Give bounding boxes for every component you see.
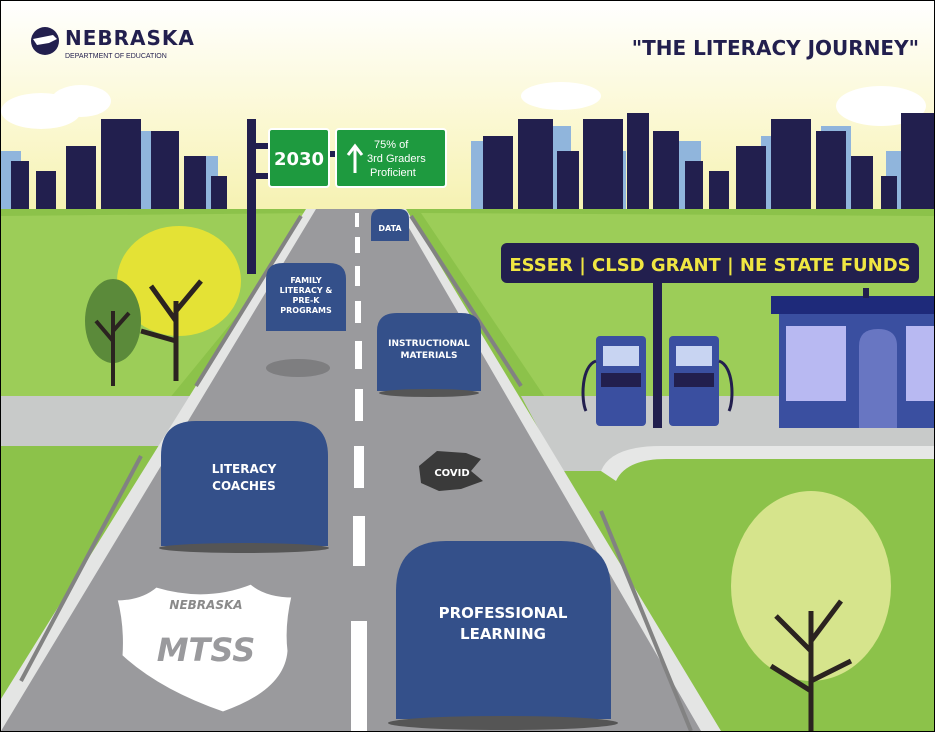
car-literacy-line2: COACHES bbox=[212, 479, 276, 493]
sign-goal-line3: Proficient bbox=[370, 167, 416, 179]
car-professional-line1: PROFESSIONAL bbox=[439, 604, 568, 622]
shield-top-text: NEBRASKA bbox=[169, 598, 242, 612]
car-instructional-materials: INSTRUCTIONAL MATERIALS bbox=[377, 313, 481, 397]
corner-curb bbox=[601, 446, 934, 481]
shield-main-text: MTSS bbox=[157, 631, 256, 669]
org-name: NEBRASKA bbox=[65, 26, 195, 50]
page-title: "THE LITERACY JOURNEY" bbox=[632, 36, 919, 60]
cross-road bbox=[1, 396, 211, 446]
car-literacy-line1: LITERACY bbox=[212, 462, 277, 476]
car-family-line4: PROGRAMS bbox=[280, 306, 332, 315]
tree-light-green bbox=[731, 491, 891, 731]
lane-dashes bbox=[351, 213, 367, 731]
nebraska-logo: NEBRASKA DEPARTMENT OF EDUCATION bbox=[31, 26, 195, 60]
car-family-line2: LITERACY & bbox=[280, 286, 333, 295]
highway-sign-year: 2030 bbox=[268, 128, 330, 188]
road-shadow bbox=[266, 359, 330, 377]
sign-goal-line2: 3rd Graders bbox=[367, 153, 426, 165]
tree-yellow bbox=[117, 226, 241, 381]
org-subtitle: DEPARTMENT OF EDUCATION bbox=[65, 53, 167, 60]
guard-rails bbox=[19, 214, 693, 731]
car-family-line3: PRE-K bbox=[292, 296, 320, 305]
up-arrow-icon bbox=[346, 143, 364, 173]
mtss-shield: NEBRASKA MTSS bbox=[114, 581, 295, 715]
gas-station: ESSER | CLSD GRANT | NE STATE FUNDS bbox=[501, 243, 934, 428]
car-data: DATA bbox=[371, 209, 409, 241]
covid-pothole: COVID bbox=[419, 451, 483, 491]
tree-green bbox=[85, 279, 141, 386]
highway-sign-goal: 75% of 3rd Graders Proficient bbox=[335, 128, 447, 188]
car-family-literacy: FAMILY LITERACY & PRE-K PROGRAMS bbox=[266, 263, 346, 331]
gas-station-sign: ESSER | CLSD GRANT | NE STATE FUNDS bbox=[509, 255, 910, 276]
covid-label: COVID bbox=[434, 468, 469, 479]
car-instructional-line2: MATERIALS bbox=[401, 351, 458, 361]
car-family-line1: FAMILY bbox=[290, 276, 322, 285]
car-data-label: DATA bbox=[378, 224, 402, 233]
sign-goal-line1: 75% of bbox=[374, 139, 409, 151]
car-literacy-coaches: LITERACY COACHES bbox=[159, 421, 329, 553]
car-professional-line2: LEARNING bbox=[460, 625, 546, 643]
sign-year-text: 2030 bbox=[274, 149, 324, 170]
car-professional-learning: PROFESSIONAL LEARNING bbox=[388, 541, 618, 730]
skyline-front bbox=[11, 113, 934, 211]
sign-pole bbox=[247, 119, 256, 274]
car-instructional-line1: INSTRUCTIONAL bbox=[388, 339, 470, 349]
clouds bbox=[1, 82, 926, 129]
